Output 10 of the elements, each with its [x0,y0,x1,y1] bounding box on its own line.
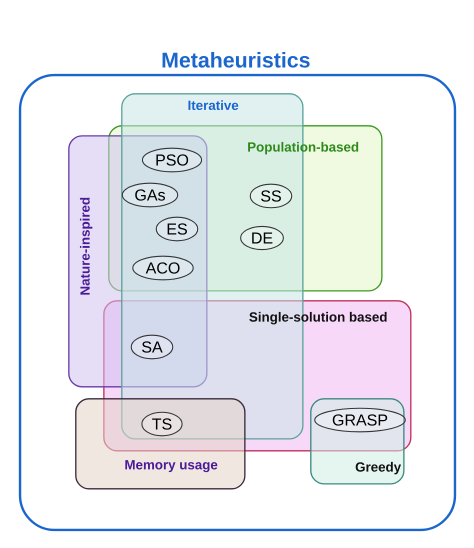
outer-frame [18,74,456,532]
set-label: Iterative [188,100,238,110]
set-region [310,398,405,485]
set-label: Nature-inspired [80,198,92,295]
set-region [103,300,412,452]
set-region [108,125,383,292]
set-label: Memory usage [125,460,218,472]
set-label: Greedy [356,462,402,474]
set-label: Metaheuristics [162,52,310,68]
set-region [75,398,246,490]
